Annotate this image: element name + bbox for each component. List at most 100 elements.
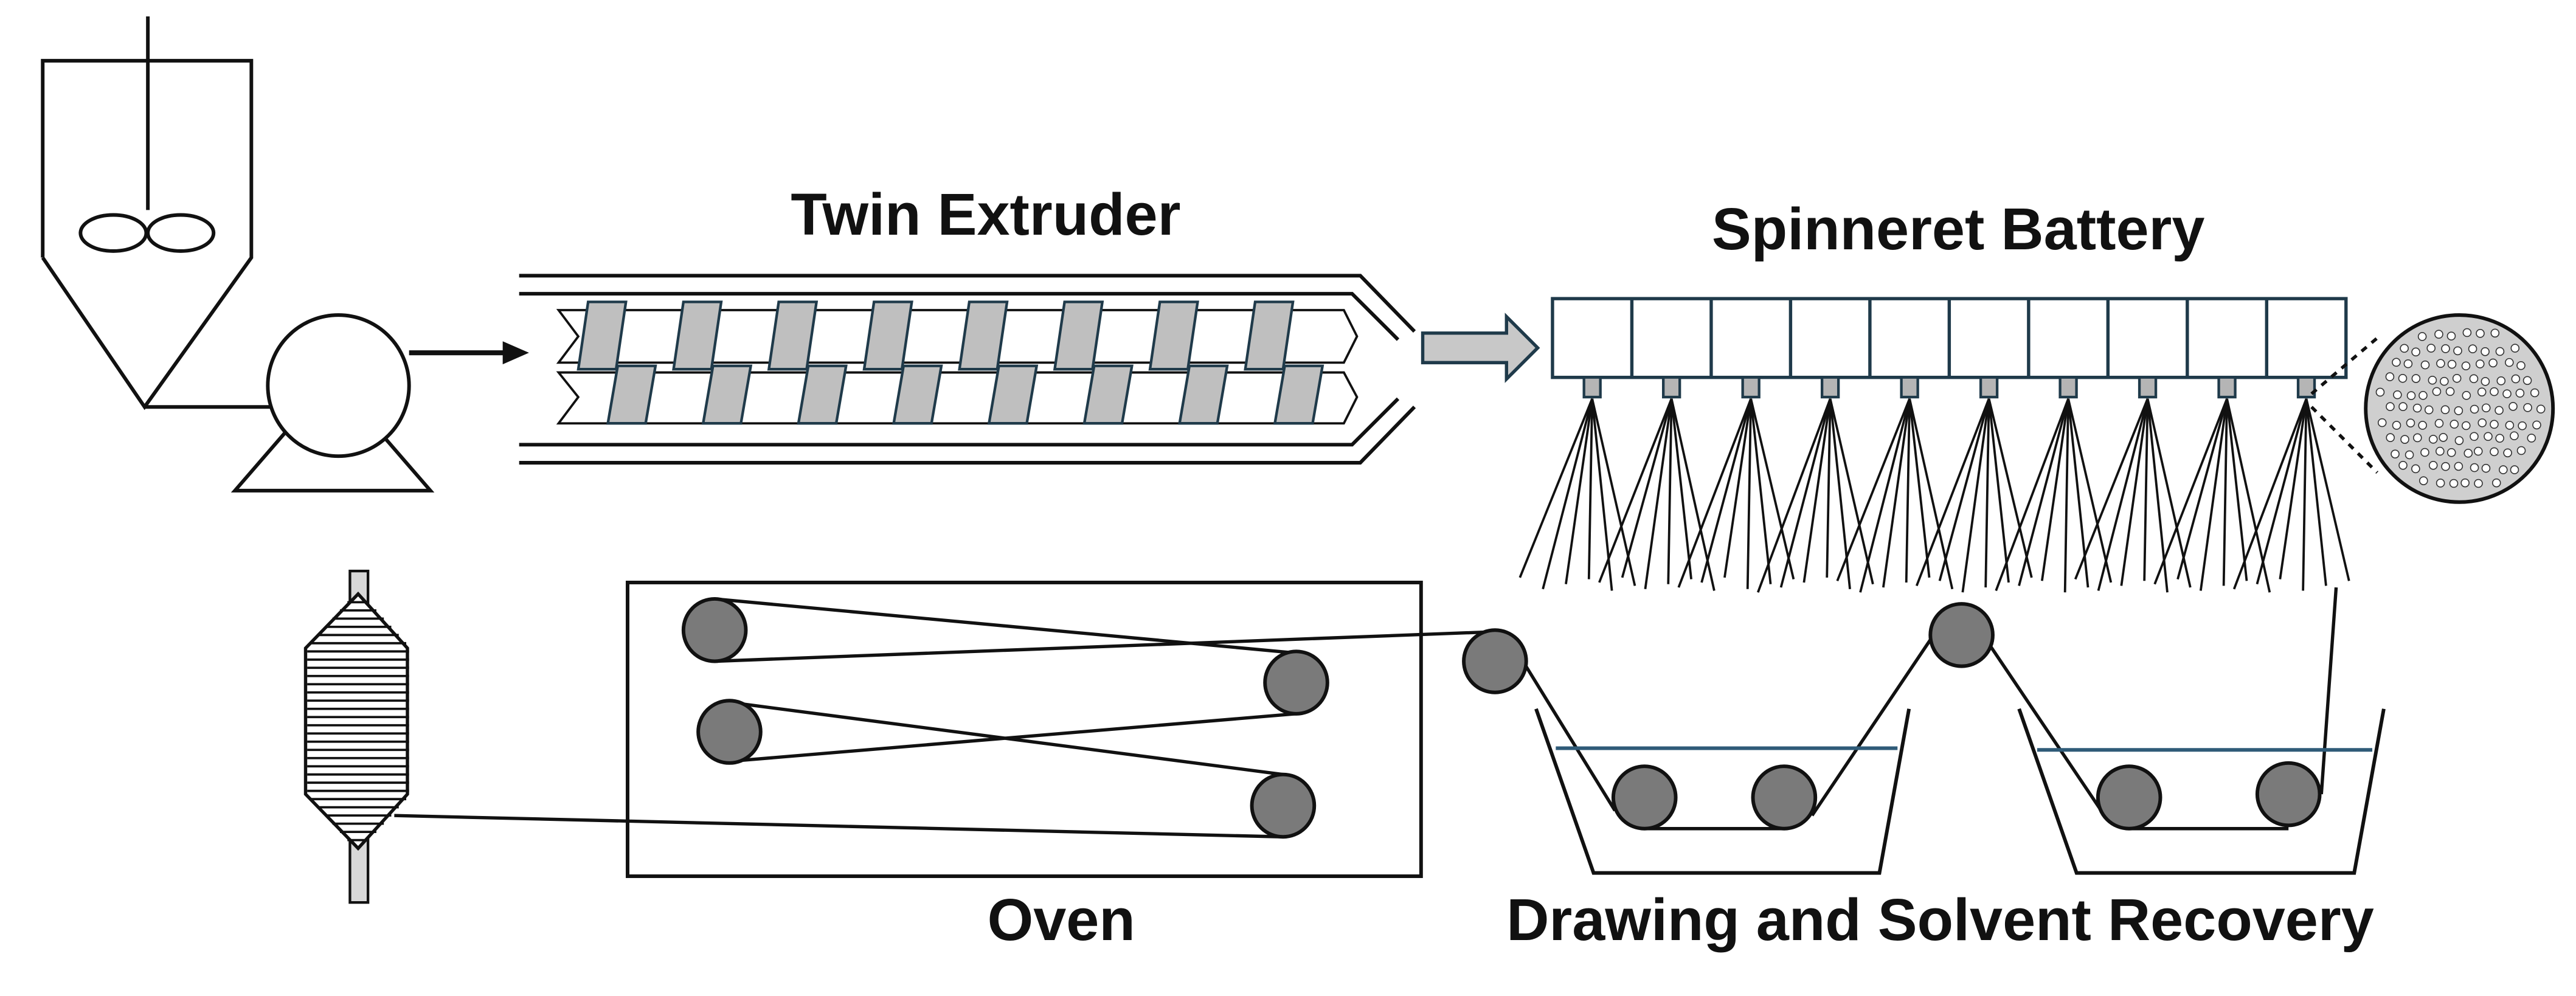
screw-flight	[862, 300, 913, 371]
lower-screw-flights	[606, 364, 1324, 425]
spinneret-hole	[2476, 329, 2485, 338]
spinneret-hole	[2449, 479, 2459, 488]
filament	[1908, 398, 1931, 578]
screw-flight	[1053, 300, 1104, 371]
screw-flight	[1273, 364, 1324, 425]
spinneret-nozzle	[1662, 376, 1681, 399]
oven-roller-3	[696, 699, 763, 765]
spinneret-hole	[2470, 463, 2479, 472]
spinneret-hole	[2375, 387, 2385, 397]
bobbin-yarn-wraps	[307, 601, 409, 842]
spinneret-hole	[2516, 361, 2526, 370]
filament	[2040, 398, 2069, 581]
bath-2	[2017, 708, 2386, 875]
spinneret-battery-label: Spinneret Battery	[1712, 196, 2205, 262]
spinneret-hole	[2481, 403, 2491, 413]
spinneret-hole	[2411, 374, 2421, 383]
screw-flight	[1082, 364, 1134, 425]
spinneret-hole	[2462, 391, 2471, 400]
filament	[1829, 398, 1851, 589]
spinneret-hole	[2454, 462, 2463, 471]
screw-flight	[987, 364, 1039, 425]
filament	[1779, 398, 1832, 588]
spinneret-hole	[2413, 433, 2422, 443]
spinneret-hole	[2439, 433, 2448, 442]
spinneret-hole	[2436, 446, 2445, 456]
spinneret-hole	[2454, 406, 2463, 415]
filament	[2120, 398, 2149, 586]
spinneret-nozzle	[1900, 376, 1919, 399]
spinneret-hole	[2418, 391, 2428, 400]
spinneret-hole	[2491, 478, 2501, 488]
oven-roller-1	[681, 597, 748, 663]
filament	[1750, 398, 1795, 580]
spinneret-hole	[2481, 377, 2490, 386]
filament	[2018, 398, 2069, 586]
spinneret-hole	[2477, 418, 2487, 427]
spinneret-hole	[2440, 405, 2450, 415]
spinneret-hole	[2488, 358, 2498, 368]
spinneret-hole	[2505, 358, 2514, 367]
spinneret-hole	[2536, 404, 2546, 414]
filament	[1987, 398, 2033, 578]
filament	[1961, 398, 1990, 593]
spinneret-hole	[2393, 390, 2402, 399]
spinneret-hole	[2406, 418, 2415, 427]
spinneret-hole	[2452, 373, 2462, 383]
bath-2-tank	[2017, 708, 2386, 875]
spinneret-hole	[2499, 465, 2508, 474]
spinneret-hole	[2436, 479, 2445, 488]
filament	[2199, 398, 2228, 591]
spinneret-hole	[2453, 346, 2462, 356]
screw-flight	[701, 364, 753, 425]
spinneret-hole	[2441, 344, 2450, 353]
spinneret-hole	[2400, 435, 2409, 444]
spinneret-holes	[2375, 328, 2546, 488]
filament	[1859, 398, 1911, 593]
oven-label: Oven	[988, 887, 1135, 953]
spinneret-hole	[2392, 421, 2401, 430]
filament	[1987, 398, 2010, 583]
spinneret-hole	[2510, 431, 2519, 441]
filament	[2279, 398, 2308, 579]
spinneret-hole	[2450, 420, 2459, 429]
spinneret-hole	[2447, 359, 2457, 369]
agitator-blade-left-icon	[78, 213, 148, 253]
spinneret-hole	[2461, 421, 2471, 431]
filament	[2063, 398, 2069, 593]
filament	[1565, 398, 1594, 584]
spinneret-dividers	[1630, 299, 2269, 378]
twin-extruder-label: Twin Extruder	[791, 181, 1180, 247]
spinneret-nozzle	[2217, 376, 2237, 399]
screw-flight	[606, 364, 657, 425]
twin-extruder: Twin Extruder	[519, 181, 1416, 465]
filament	[2074, 398, 2149, 580]
spinneret-nozzle	[1979, 376, 1999, 399]
spinneret-hole	[2417, 332, 2427, 341]
spinneret-hole	[2510, 344, 2520, 353]
screw-flight	[958, 300, 1009, 371]
spinneret-hole	[2508, 402, 2518, 411]
bath-1-roller-1	[1611, 764, 1678, 831]
spinneret-hole	[2490, 447, 2499, 457]
spinneret-nozzle	[2138, 376, 2158, 399]
spinneret-face-detail	[2310, 313, 2555, 504]
filament	[2256, 398, 2308, 585]
spinneret-battery: Spinneret Battery	[1518, 196, 2555, 593]
take-up-bobbin	[303, 569, 409, 904]
spinneret-hole	[2495, 347, 2505, 356]
spinneret-hole	[2412, 403, 2422, 413]
screw-flight	[1244, 300, 1295, 371]
spinneret-hole	[2419, 476, 2428, 485]
spinneret-hole	[2490, 328, 2500, 338]
spinneret-hole	[2474, 479, 2483, 488]
spinneret-hole	[2510, 465, 2519, 474]
filament	[2143, 398, 2149, 581]
drawing-recovery-label: Drawing and Solvent Recovery	[1506, 887, 2374, 953]
godet-roller-1	[1462, 628, 1528, 694]
pump-body	[266, 313, 411, 458]
tank-body	[41, 58, 254, 410]
spinneret-hole	[2398, 373, 2408, 383]
screw-flight	[576, 300, 628, 371]
filament	[1542, 398, 1594, 590]
